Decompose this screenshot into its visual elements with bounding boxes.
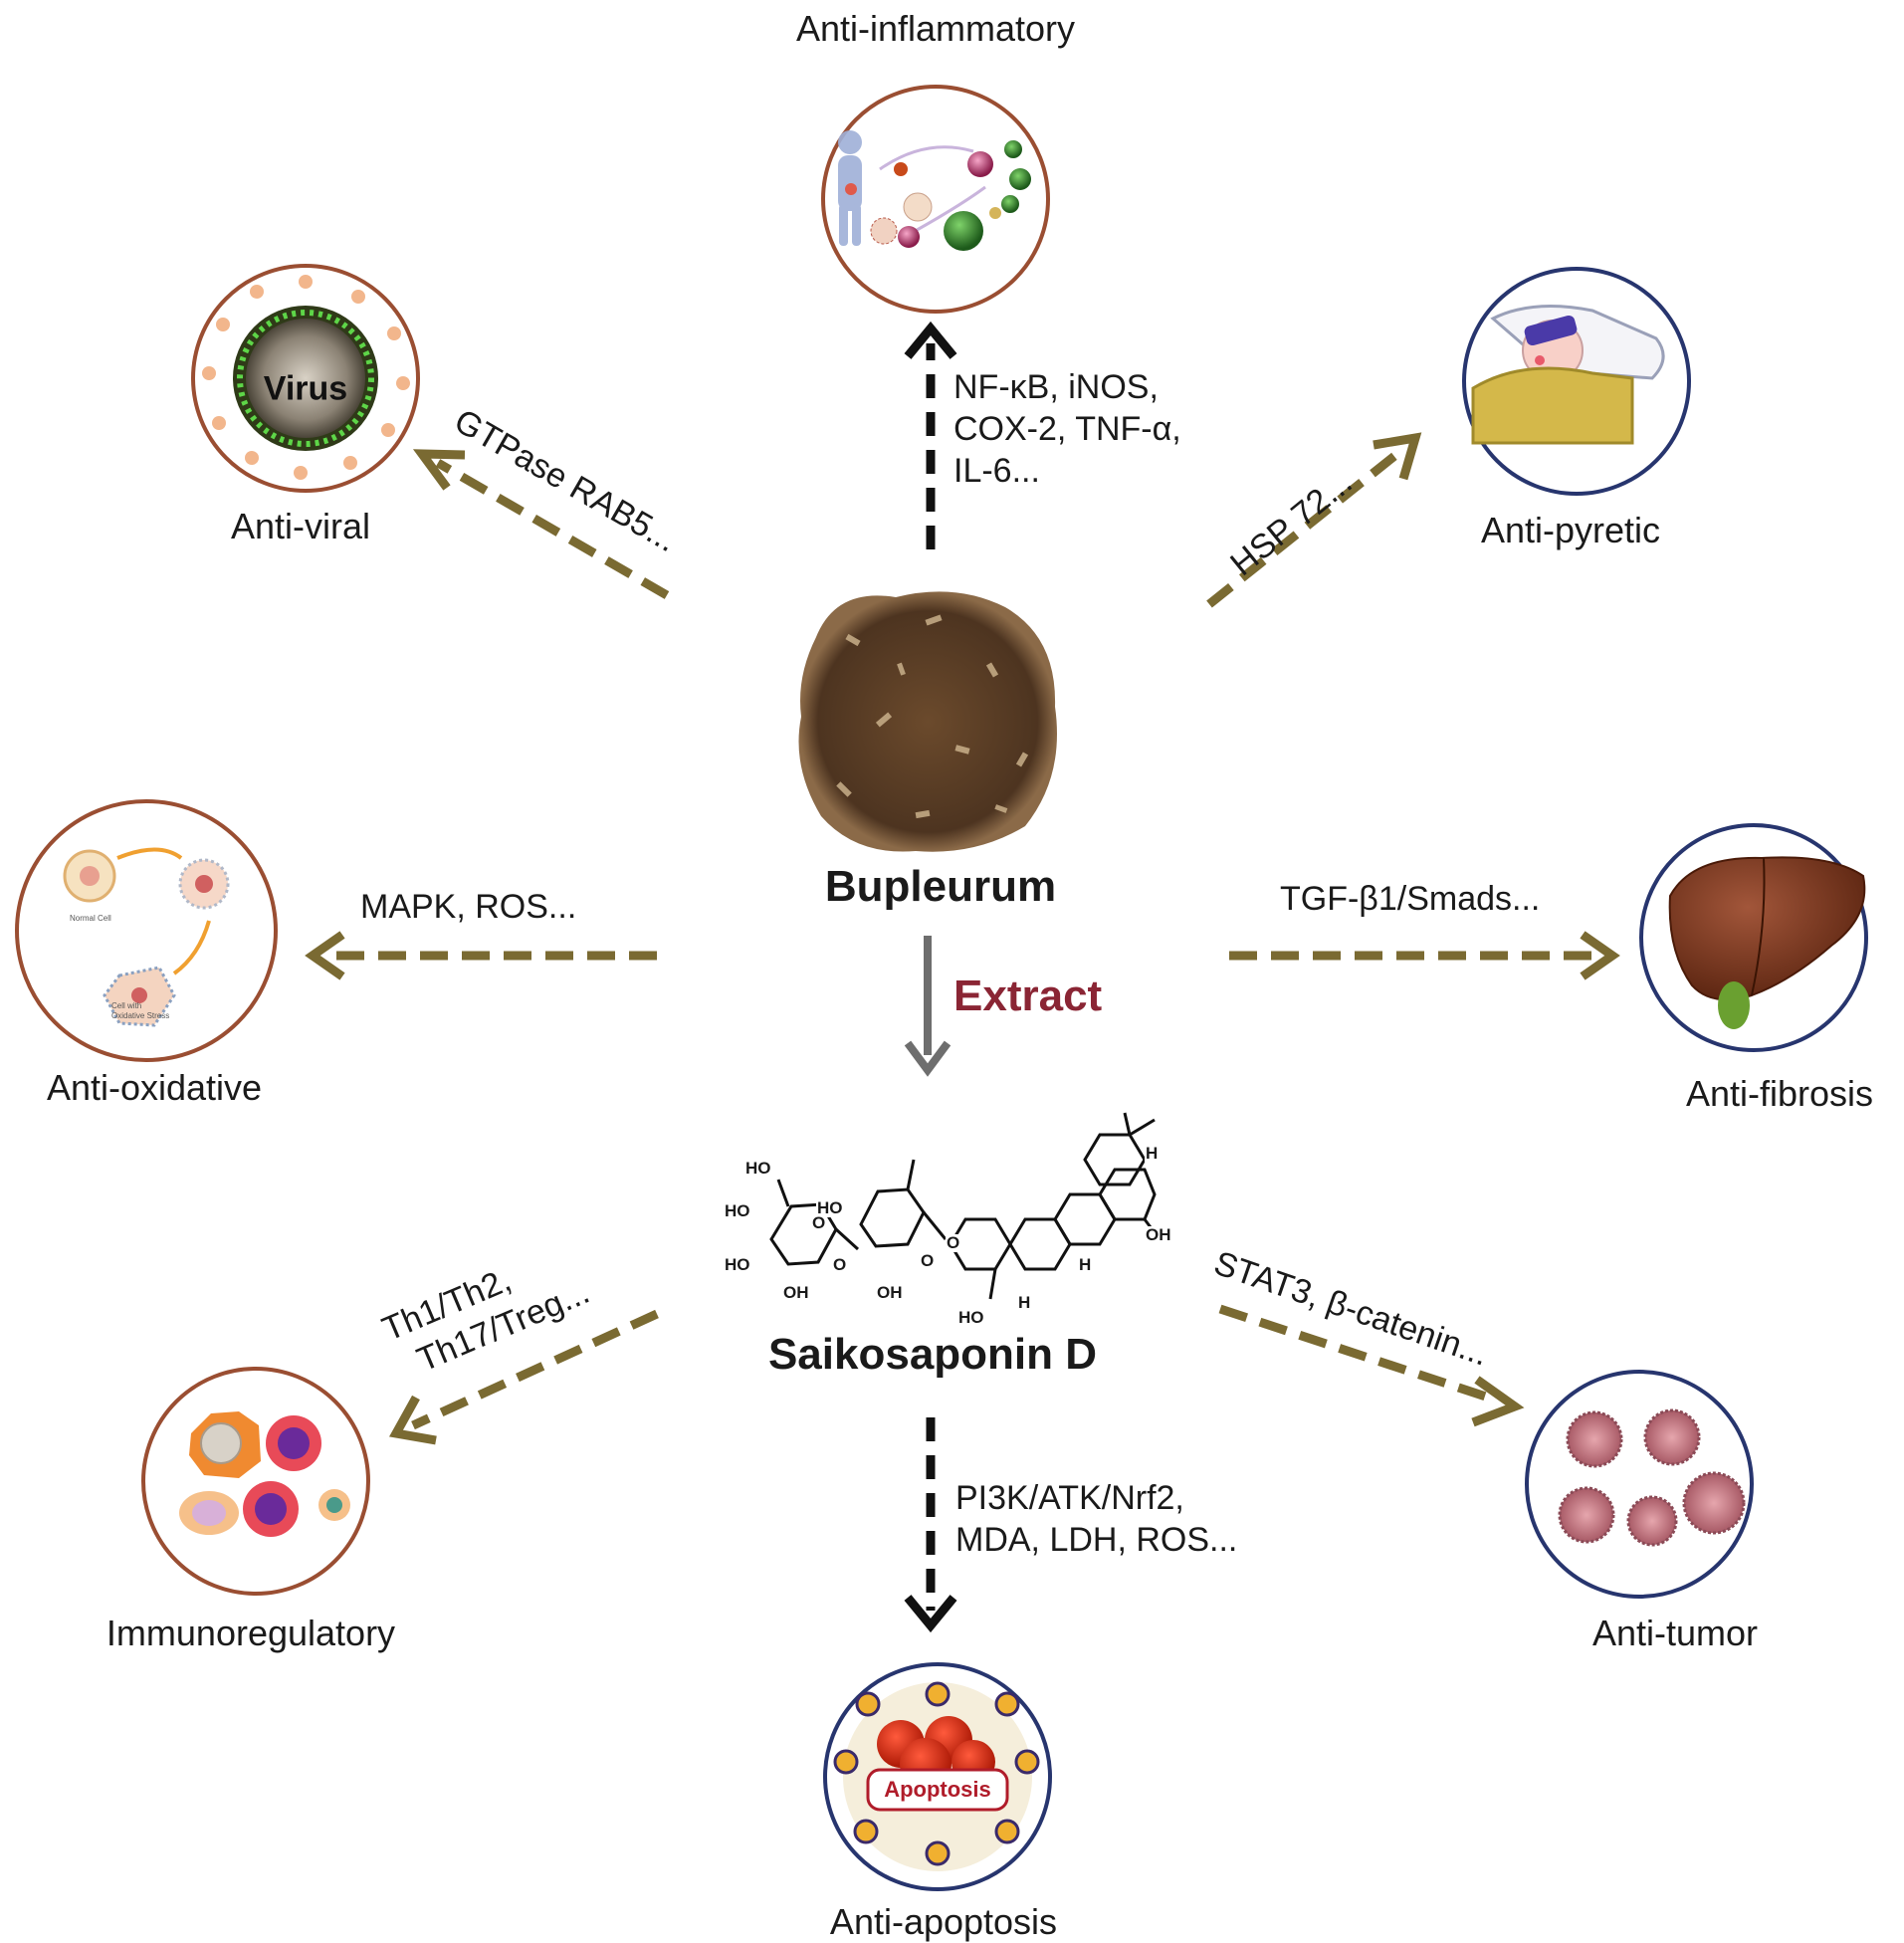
label-anti-viral: Anti-viral bbox=[230, 506, 371, 546]
targets-anti-fibrosis: TGF-β1/Smads... bbox=[1280, 878, 1540, 920]
label-anti-fibrosis: Anti-fibrosis bbox=[1685, 1073, 1874, 1114]
anti-oxidative-icon bbox=[15, 799, 278, 1062]
target-line: IL-6... bbox=[953, 452, 1040, 490]
atom-label: O bbox=[946, 1233, 961, 1252]
anti-viral-icon bbox=[191, 264, 420, 493]
atom-label: H bbox=[1078, 1255, 1093, 1274]
target-line: MAPK, ROS... bbox=[360, 888, 577, 926]
extract-label: Extract bbox=[953, 972, 1103, 1020]
atom-label: HO bbox=[724, 1201, 751, 1220]
arrow-anti-apoptosis bbox=[904, 1417, 957, 1633]
atom-label: HO bbox=[816, 1198, 844, 1217]
atom-label: HO bbox=[724, 1255, 751, 1274]
atom-label: H bbox=[1145, 1144, 1160, 1163]
anti-tumor-icon bbox=[1525, 1370, 1754, 1599]
targets-anti-apoptosis: PI3K/ATK/Nrf2, MDA, LDH, ROS... bbox=[955, 1477, 1237, 1561]
atom-label: OH bbox=[782, 1283, 810, 1302]
atom-label: O bbox=[811, 1213, 827, 1232]
atom-label: O bbox=[832, 1255, 848, 1274]
bupleurum-label: Bupleurum bbox=[824, 862, 1057, 911]
targets-anti-oxidative: MAPK, ROS... bbox=[360, 886, 576, 928]
target-line: COX-2, TNF-α, bbox=[953, 410, 1181, 448]
anti-fibrosis-icon bbox=[1639, 823, 1868, 1052]
virus-icon-text: Virus bbox=[263, 369, 348, 408]
oxidative-cell-line-2: Oxidative Stress bbox=[111, 1011, 170, 1020]
label-anti-oxidative: Anti-oxidative bbox=[46, 1067, 263, 1108]
atom-label: HO bbox=[744, 1159, 772, 1178]
immunoregulatory-icon bbox=[141, 1367, 370, 1596]
arrow-anti-viral bbox=[412, 449, 670, 599]
atom-label: OH bbox=[876, 1283, 904, 1302]
arrow-anti-fibrosis bbox=[1229, 931, 1620, 980]
label-immunoregulatory: Immunoregulatory bbox=[106, 1613, 396, 1653]
oxidative-cell-text: Cell with Oxidative Stress bbox=[111, 1001, 169, 1021]
apoptosis-icon-text: Apoptosis bbox=[884, 1777, 991, 1802]
target-line: PI3K/ATK/Nrf2, bbox=[955, 1479, 1184, 1517]
targets-anti-inflammatory: NF-κB, iNOS, COX-2, TNF-α, IL-6... bbox=[953, 366, 1181, 492]
atom-label: OH bbox=[1145, 1225, 1172, 1244]
target-line: MDA, LDH, ROS... bbox=[955, 1521, 1238, 1559]
target-line: TGF-β1/Smads... bbox=[1280, 880, 1541, 918]
anti-inflammatory-icon bbox=[821, 85, 1050, 314]
arrow-anti-tumor bbox=[1218, 1304, 1525, 1427]
target-line: NF-κB, iNOS, bbox=[953, 368, 1159, 406]
label-anti-pyretic: Anti-pyretic bbox=[1480, 510, 1661, 550]
atom-label: H bbox=[1017, 1293, 1032, 1312]
label-anti-tumor: Anti-tumor bbox=[1591, 1613, 1759, 1653]
arrow-anti-inflammatory bbox=[904, 321, 957, 549]
normal-cell-text: Normal Cell bbox=[70, 914, 111, 923]
anti-apoptosis-icon bbox=[823, 1662, 1052, 1891]
label-anti-apoptosis: Anti-apoptosis bbox=[829, 1901, 1058, 1942]
arrow-immunoregulatory bbox=[388, 1309, 659, 1445]
extract-arrow bbox=[904, 936, 952, 1077]
oxidative-cell-line-1: Cell with bbox=[111, 1001, 142, 1010]
atom-label: O bbox=[920, 1251, 936, 1270]
anti-pyretic-icon bbox=[1462, 267, 1691, 496]
atom-label: HO bbox=[957, 1308, 985, 1327]
label-anti-inflammatory: Anti-inflammatory bbox=[795, 8, 1076, 49]
bupleurum-photo bbox=[782, 572, 1091, 861]
arrow-anti-oxidative bbox=[305, 931, 657, 980]
saikosaponin-label: Saikosaponin D bbox=[767, 1330, 1098, 1379]
arrow-anti-pyretic bbox=[1206, 432, 1422, 608]
